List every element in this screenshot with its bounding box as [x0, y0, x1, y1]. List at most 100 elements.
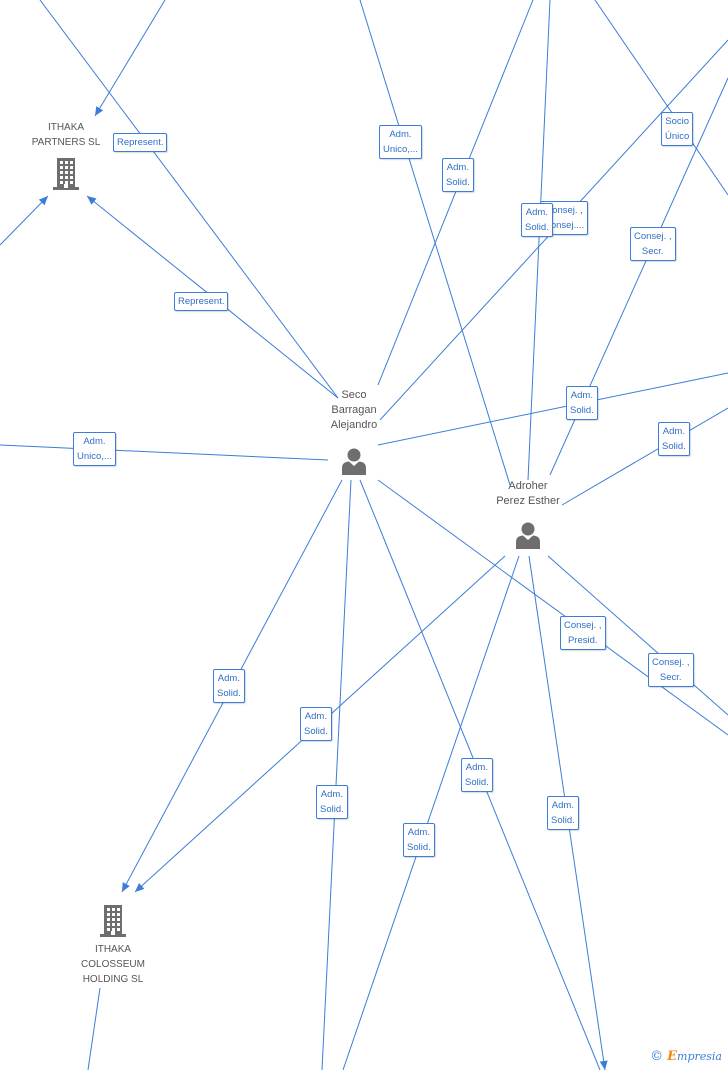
person-icon: [516, 522, 540, 549]
relationship-label-line: Consej. ,: [564, 620, 602, 631]
relationship-label[interactable]: Adm. Solid.: [461, 758, 493, 792]
arrowhead-icon: [87, 196, 97, 205]
arrowhead-icon: [599, 1060, 608, 1070]
relationship-label-line: Consej. ,: [652, 657, 690, 668]
relationship-label-line: Adm.: [304, 711, 327, 722]
node-name-line: ITHAKA: [94, 944, 132, 955]
relationship-edge: [321, 479, 352, 1070]
node-name-line: Adroher: [508, 480, 548, 492]
relationship-label-line: Adm.: [570, 390, 593, 401]
relationship-label[interactable]: Adm. Unico,...: [73, 432, 116, 466]
graph-node-ithaka-colosseum[interactable]: ITHAKA COLOSSEUM HOLDING SL: [58, 903, 168, 987]
relationship-edge: [0, 195, 49, 246]
relationship-label-line: Unico,...: [383, 144, 418, 155]
relationship-label-line: Adm.: [83, 436, 106, 447]
node-name-line: PARTNERS SL: [31, 137, 101, 148]
relationship-label[interactable]: Adm. Solid.: [213, 669, 245, 703]
relationship-label-line: Consej. ,: [634, 231, 672, 242]
relationship-label-line: Solid.: [662, 441, 686, 452]
relationship-label[interactable]: Adm. Solid.: [521, 203, 553, 237]
relationship-edge: [87, 987, 101, 1070]
copyright-symbol: ©: [650, 1049, 664, 1064]
relationship-label-line: Unico,...: [77, 451, 112, 462]
relationship-label-line: Secr.: [641, 246, 664, 257]
relationship-label-line: Socio: [665, 116, 690, 127]
arrowhead-icon: [38, 196, 48, 206]
relationship-label-line: Adm.: [465, 762, 488, 773]
relationship-label-line: Solid.: [446, 177, 470, 188]
relationship-label-line: Adm.: [446, 162, 469, 173]
relationship-label-line: Solid.: [465, 777, 489, 788]
relationship-label[interactable]: Adm. Solid.: [547, 796, 579, 830]
relationship-edge: [377, 0, 534, 386]
relationship-label[interactable]: Adm. Solid.: [658, 422, 690, 456]
person-icon: [342, 448, 366, 475]
relationship-label-line: Solid.: [217, 688, 241, 699]
node-name-line: Alejandro: [330, 419, 378, 431]
relationship-label-line: Solid.: [407, 842, 431, 853]
node-name-line: Seco: [341, 389, 367, 401]
node-name-line: Perez Esther: [496, 495, 560, 507]
relationship-label[interactable]: Consej. , Secr.: [630, 227, 676, 261]
relationship-label[interactable]: Adm. Solid.: [566, 386, 598, 420]
node-name-line: COLOSSEUM: [81, 959, 145, 970]
relationship-label-line: Consej....: [544, 220, 585, 231]
relationship-label-line: Solid.: [551, 815, 575, 826]
relationship-label[interactable]: Consej. , Secr.: [648, 653, 694, 687]
relationship-label-line: Adm.: [217, 673, 240, 684]
relationship-label-line: Adm.: [551, 800, 574, 811]
relationship-label[interactable]: Adm. Unico,...: [379, 125, 422, 159]
relationship-edge: [342, 555, 520, 1070]
relationship-edge: [594, 0, 728, 196]
relationship-edge: [527, 0, 551, 481]
relationship-label-line: Presid.: [567, 635, 598, 646]
node-name: ITHAKA COLOSSEUM HOLDING SL: [58, 942, 168, 987]
empresia-watermark: ©Empresia: [650, 1049, 722, 1064]
relationship-edge: [561, 407, 728, 506]
relationship-label-line: Adm.: [662, 426, 685, 437]
relationship-label-line: Represent.: [117, 137, 164, 148]
relationship-label[interactable]: Adm. Solid.: [316, 785, 348, 819]
arrowhead-icon: [95, 106, 104, 116]
building-icon: [100, 905, 126, 937]
node-name-line: HOLDING SL: [82, 974, 144, 985]
relationship-label[interactable]: Adm. Solid.: [300, 707, 332, 741]
arrowhead-icon: [135, 882, 145, 892]
relationship-label[interactable]: Represent.: [174, 292, 229, 311]
relationship-label-line: Solid.: [320, 804, 344, 815]
relationship-label[interactable]: Adm. Solid.: [403, 823, 435, 857]
relationship-label-line: Solid.: [304, 726, 328, 737]
relationship-edge: [547, 555, 728, 716]
relationship-edge: [377, 479, 728, 736]
relationship-label[interactable]: Consej. , Presid.: [560, 616, 606, 650]
relationship-edge: [94, 0, 166, 117]
brand-logo-text: mpresia: [677, 1050, 722, 1063]
relationship-label-line: Secr.: [659, 672, 682, 683]
node-name-line: ITHAKA: [47, 122, 85, 133]
node-name-line: Barragan: [331, 404, 377, 416]
building-icon: [53, 158, 79, 190]
brand-logo-e: E: [667, 1049, 678, 1064]
relationship-label-line: Adm.: [320, 789, 343, 800]
relationship-label[interactable]: Represent.: [113, 133, 168, 152]
relationship-label[interactable]: Adm. Solid.: [442, 158, 474, 192]
relationship-label-line: Solid.: [570, 405, 594, 416]
relationship-label-line: Adm.: [407, 827, 430, 838]
relationship-label-line: Solid.: [525, 222, 549, 233]
relationship-label-line: Consej. ,: [545, 205, 583, 216]
relationship-label-line: Adm.: [525, 207, 548, 218]
relationship-edge: [0, 444, 329, 461]
relationship-label-line: Represent.: [178, 296, 225, 307]
relationship-label-line: Único: [665, 131, 690, 142]
graph-node-ithaka-partners[interactable]: ITHAKA PARTNERS SL: [11, 120, 121, 190]
relationship-edge: [377, 372, 728, 446]
relationship-edge: [39, 0, 339, 399]
arrowhead-icon: [122, 882, 130, 892]
relationship-label-line: Adm.: [389, 129, 412, 140]
node-name: ITHAKA PARTNERS SL: [11, 120, 121, 150]
